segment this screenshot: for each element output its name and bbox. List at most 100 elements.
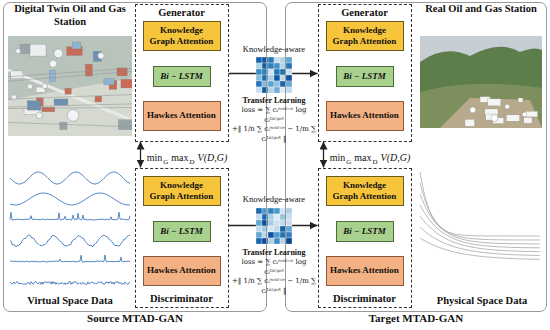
matrix-cell <box>256 214 262 220</box>
pipe-line <box>8 122 132 126</box>
matrix-cell <box>256 63 262 69</box>
matrix-cell <box>262 69 268 75</box>
module-label: Bi − LSTM <box>340 226 388 237</box>
minmax-subscript: G <box>163 158 168 166</box>
generator-box: GeneratorKnowledge Graph AttentionBi − L… <box>135 4 229 142</box>
matrix-cell <box>274 220 280 226</box>
matrix-cell <box>286 238 292 244</box>
storage-tank <box>16 48 21 53</box>
storage-tank <box>67 110 79 122</box>
matrix-cell <box>274 81 280 87</box>
matrix-cell <box>286 63 292 69</box>
hawkes-box: Hawkes Attention <box>143 256 221 286</box>
matrix-cell <box>262 238 268 244</box>
virtual-data-chart <box>10 172 130 284</box>
loss-formula: loss = ∑ cᵢˢᵒᵘʳᶜᵉ log cᵢᵗᵃʳᵍᵉᵗ <box>231 106 317 125</box>
hawkes-box: Hawkes Attention <box>143 101 221 131</box>
data-label: Virtual Space Data <box>6 295 134 308</box>
storage-tank <box>42 83 48 89</box>
time-series <box>10 282 130 285</box>
matrix-cell <box>274 238 280 244</box>
label-group: Physical Space Data <box>418 295 546 308</box>
plant-building <box>118 120 132 130</box>
pipe-line <box>8 94 132 99</box>
plant-building <box>30 44 46 56</box>
minmax-formula: max <box>171 152 188 163</box>
label-group: minGmaxDV(D,G) <box>329 147 411 166</box>
matrix-cell <box>274 208 280 214</box>
image-hill <box>420 47 542 128</box>
sensor-curve <box>420 172 540 236</box>
label-group: Real Oil and Gas Station <box>420 3 542 16</box>
minmax-subscript: D <box>373 158 378 166</box>
connector-arrow <box>323 142 324 168</box>
hawkes-box: Hawkes Attention <box>326 256 404 286</box>
matrix-cell <box>262 208 268 214</box>
matrix-cell <box>274 226 280 232</box>
knowledge-matrix <box>256 208 292 244</box>
matrix-cell <box>256 208 262 214</box>
module-label: Bi − LSTM <box>340 71 388 82</box>
storage-tank <box>491 115 498 122</box>
image-slope <box>420 84 542 128</box>
attention-box: Knowledge Graph Attention <box>143 21 221 51</box>
matrix-cell <box>286 226 292 232</box>
station-building <box>525 111 537 117</box>
group-title: Generator <box>319 7 411 19</box>
station-label: Real Oil and Gas Station <box>420 3 542 16</box>
plant-building <box>65 88 71 94</box>
label-group: Knowledge-aware <box>231 194 317 204</box>
module-label: Knowledge Graph Attention <box>144 25 220 46</box>
connector-arrow <box>140 142 141 168</box>
matrix-cell <box>286 220 292 226</box>
generator-box: GeneratorKnowledge Graph AttentionBi − L… <box>318 4 412 142</box>
plant-building <box>72 42 81 49</box>
storage-tank <box>470 107 476 113</box>
sensor-curve <box>420 216 540 252</box>
matrix-cell <box>262 214 268 220</box>
group-title: Discriminator <box>319 293 411 305</box>
matrix-cell <box>286 87 292 93</box>
station-building <box>506 115 519 121</box>
matrix-cell <box>274 75 280 81</box>
panel-title: Source MTAD-GAN <box>4 312 266 324</box>
pipe-line <box>8 68 132 76</box>
station-building <box>488 99 501 106</box>
panel-title: Target MTAD-GAN <box>286 312 546 324</box>
matrix-cell <box>286 69 292 75</box>
lstm-box: Bi − LSTM <box>336 221 394 242</box>
matrix-cell <box>268 57 274 63</box>
model-panel: Target MTAD-GANGeneratorKnowledge Graph … <box>285 2 547 312</box>
pipe-line <box>8 107 132 109</box>
matrix-cell <box>286 75 292 81</box>
group-title: Generator <box>136 7 228 19</box>
module-label: Knowledge Graph Attention <box>144 180 220 201</box>
matrix-cell <box>262 220 268 226</box>
time-series <box>10 255 130 262</box>
matrix-cell <box>256 57 262 63</box>
sensor-curve <box>420 238 540 259</box>
label-group: minGmaxDV(D,G) <box>146 147 228 166</box>
image-ground <box>8 36 132 136</box>
matrix-cell <box>286 214 292 220</box>
matrix-cell <box>274 63 280 69</box>
attention-box: Knowledge Graph Attention <box>143 176 221 206</box>
transfer-label: Transfer Learning <box>231 96 317 106</box>
image-site <box>440 98 542 128</box>
module-label: Hawkes Attention <box>144 265 219 276</box>
module-label: Hawkes Attention <box>327 110 402 121</box>
label-group: Virtual Space Data <box>6 295 134 308</box>
sensor-curve <box>420 194 540 244</box>
plant-building <box>85 64 92 76</box>
matrix-cell <box>256 75 262 81</box>
matrix-cell <box>268 220 274 226</box>
transfer-label: Transfer Learning <box>231 248 317 258</box>
module-label: Hawkes Attention <box>144 110 219 121</box>
matrix-cell <box>262 81 268 87</box>
digital-twin-image <box>8 36 132 136</box>
minmax-formula: min <box>330 152 346 163</box>
plant-building <box>49 70 55 81</box>
loss-formula: loss = ∑ cᵢˢᵒᵘʳᶜᵉ log cᵢᵗᵃʳᵍᵉᵗ <box>231 258 317 277</box>
station-building <box>465 119 475 126</box>
matrix-cell <box>268 63 274 69</box>
